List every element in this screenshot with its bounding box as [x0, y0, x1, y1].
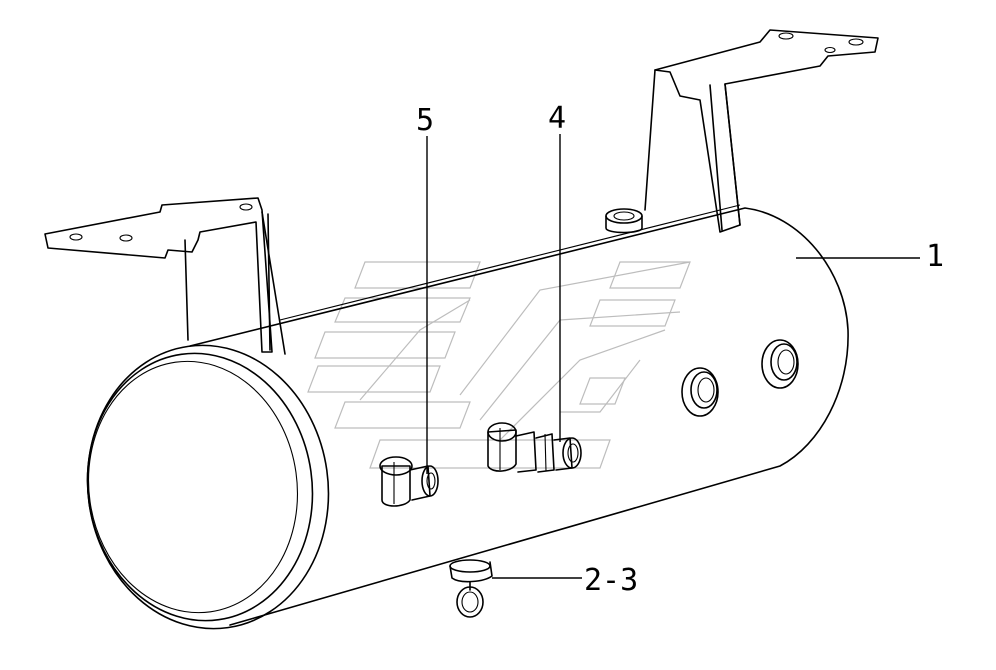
- side-port-right: [761, 339, 799, 389]
- fitting-5: [379, 456, 439, 507]
- label-part-5: 5: [416, 103, 434, 138]
- label-part-1: 1: [926, 239, 944, 274]
- label-part-2-3: 2-3: [584, 563, 638, 598]
- top-port-boss: [605, 208, 643, 234]
- front-mounting-bracket: [44, 197, 286, 355]
- rear-mounting-bracket: [644, 29, 879, 233]
- side-port-left: [681, 367, 719, 417]
- drain-valve: [449, 559, 493, 618]
- drain-ring-icon[interactable]: [456, 586, 484, 618]
- fitting-4: [487, 422, 582, 473]
- tank-body: [86, 204, 849, 630]
- watermark-logo: [307, 261, 691, 469]
- label-part-4: 4: [548, 101, 566, 136]
